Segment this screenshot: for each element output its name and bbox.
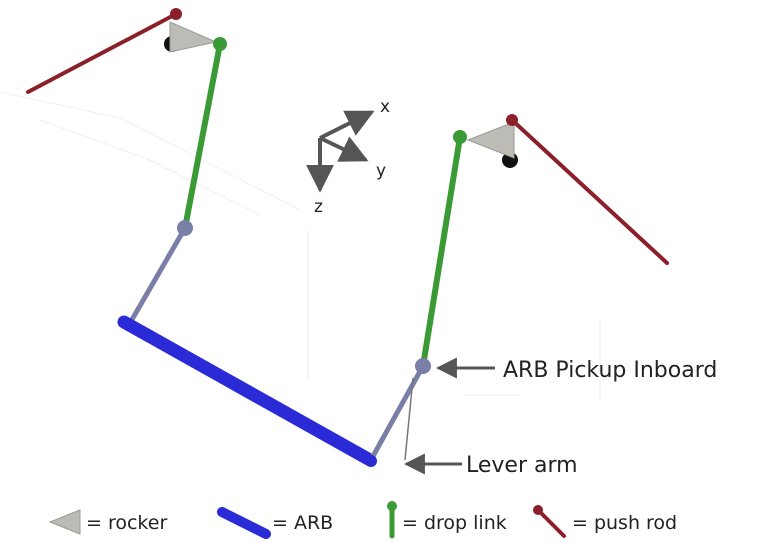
right-push-rod [510,118,669,265]
right-arb-lever-arm [365,358,431,467]
annotation-lever-arm: Lever arm [403,453,578,478]
left-arb-lever-arm [127,220,193,326]
lever-arm-label: Lever arm [466,453,578,478]
legend-label-rocker: = rocker [86,512,167,534]
axis-label-x: x [380,97,390,117]
legend-label-drop-link: = drop link [402,512,507,534]
legend: = rocker = ARB = drop link = push rod [48,501,677,539]
left-drop-link [182,37,227,231]
axis-label-z: z [314,197,323,217]
legend-item-rocker: = rocker [48,509,167,535]
annotation-arb-pickup: ARB Pickup Inboard [435,357,717,383]
left-rocker [164,8,218,53]
right-drop-link [420,130,467,369]
legend-label-arb: = ARB [272,512,333,534]
legend-label-push-rod: = push rod [572,512,677,534]
background-traces [0,91,601,400]
legend-item-drop-link: = drop link [387,501,507,539]
legend-item-push-rod: = push rod [533,505,677,538]
push-rod-icon [533,505,566,538]
right-rocker [466,114,518,168]
legend-item-arb: = ARB [217,507,333,539]
drop-link-icon [387,501,397,539]
axis-label-y: y [376,161,386,181]
arb-icon [217,507,271,539]
left-push-rod [26,12,178,94]
arb-bar [117,315,377,467]
rocker-icon [48,509,81,535]
arb-pickup-label: ARB Pickup Inboard [503,358,717,383]
axis-triad: x y z [306,97,390,217]
